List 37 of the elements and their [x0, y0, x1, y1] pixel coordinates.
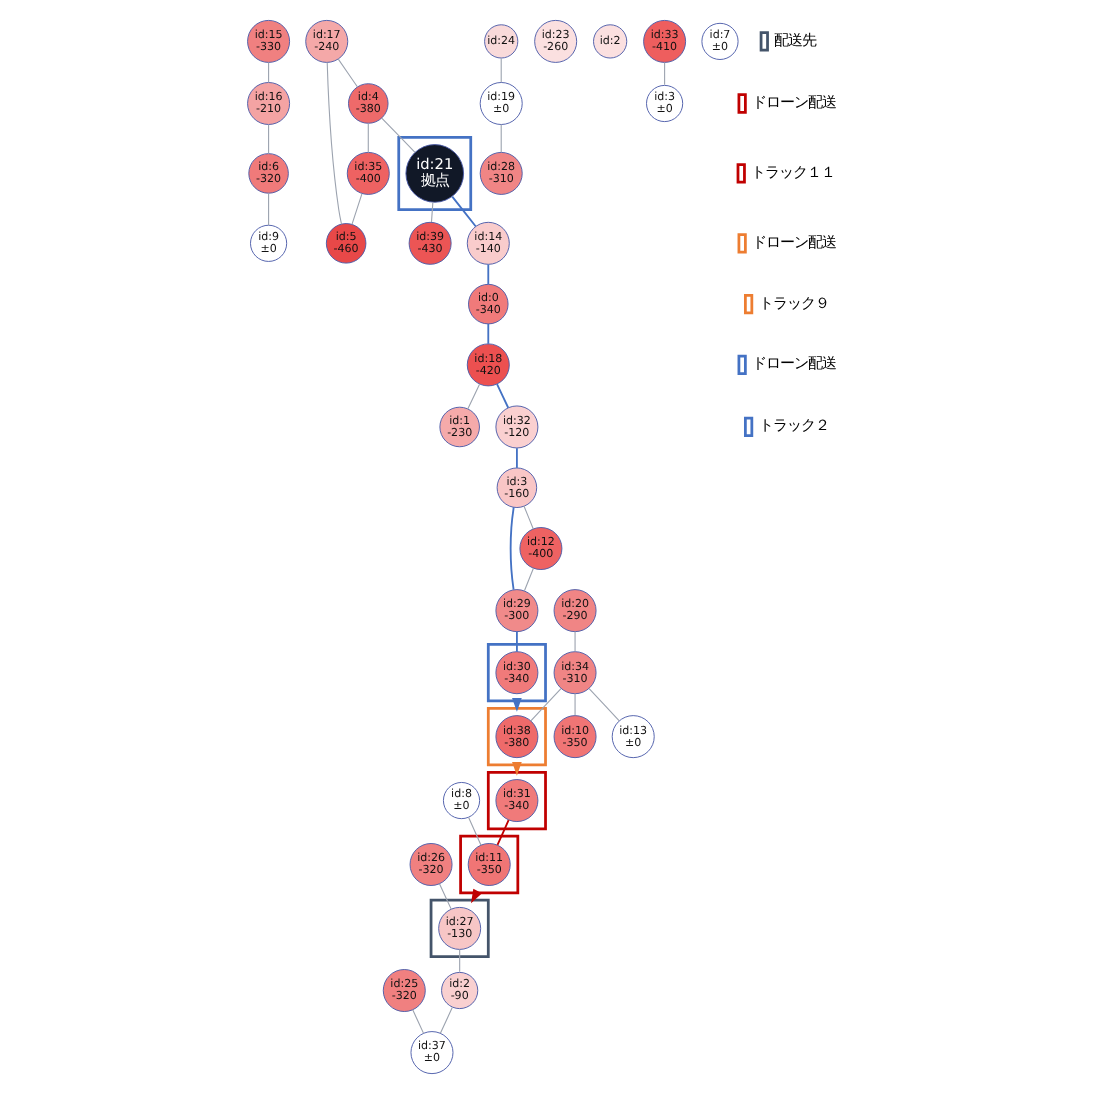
- connector: [412, 1009, 425, 1034]
- connector: [574, 631, 576, 653]
- connector: [509, 506, 515, 591]
- connector: [530, 688, 562, 722]
- connector: [468, 816, 482, 846]
- connector: [467, 383, 481, 410]
- connector: [487, 263, 490, 286]
- cluster: [486, 770, 547, 831]
- connector: [439, 1007, 453, 1034]
- connector: [451, 195, 477, 228]
- cluster: [486, 706, 547, 767]
- connector: [574, 693, 576, 716]
- connector: [326, 61, 343, 225]
- cluster: [429, 898, 490, 959]
- cluster: [459, 834, 520, 895]
- connector: [500, 123, 502, 153]
- connector: [523, 505, 534, 530]
- connector: [438, 883, 452, 910]
- connector: [523, 567, 534, 592]
- connector: [500, 57, 502, 83]
- connector: [268, 61, 270, 83]
- connector: [487, 323, 490, 345]
- connector: [459, 948, 461, 973]
- connector: [351, 193, 363, 225]
- connector: [268, 192, 270, 226]
- connector: [664, 61, 666, 86]
- connector: [515, 630, 518, 653]
- connector: [515, 447, 518, 469]
- connector: [268, 123, 270, 155]
- connector: [381, 117, 416, 153]
- connector: [588, 688, 620, 722]
- connector: [337, 58, 358, 88]
- connector: [496, 383, 510, 409]
- connector: [430, 201, 434, 223]
- connector: [496, 819, 510, 846]
- cluster: [486, 643, 547, 703]
- connector: [367, 122, 369, 153]
